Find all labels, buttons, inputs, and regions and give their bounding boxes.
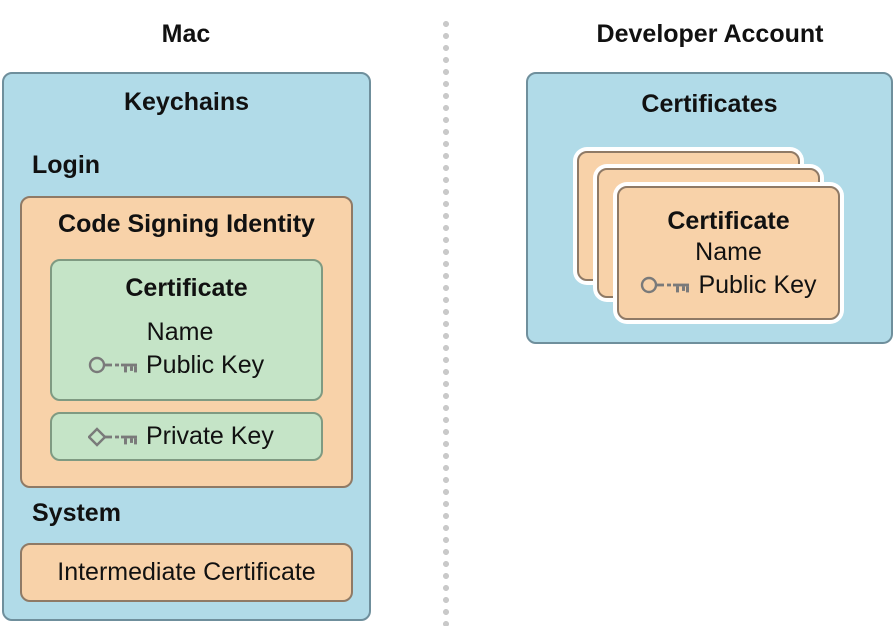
developer-public-key-label: Public Key xyxy=(698,270,817,299)
certificates-label: Certificates xyxy=(641,90,778,118)
identity-public-key-label: Public Key xyxy=(146,350,265,379)
code-signing-identity-label: Code Signing Identity xyxy=(58,210,315,238)
mac-title: Mac xyxy=(161,20,211,48)
identity-certificate-title: Certificate xyxy=(125,274,248,302)
intermediate-certificate-box: Intermediate Certificate xyxy=(20,543,353,602)
keychains-label: Keychains xyxy=(123,88,250,116)
identity-certificate-name: Name xyxy=(146,318,214,346)
login-label: Login xyxy=(32,151,101,179)
developer-certificate-title: Certificate xyxy=(667,207,790,235)
system-label: System xyxy=(32,499,121,527)
identity-public-key-row: Public Key xyxy=(50,350,323,380)
private-key-icon xyxy=(88,426,140,448)
public-key-icon xyxy=(88,354,140,376)
developer-public-key-row: Public Key xyxy=(617,270,840,300)
identity-certificate-box xyxy=(50,259,323,401)
column-divider xyxy=(442,18,450,626)
private-key-label: Private Key xyxy=(146,422,274,450)
private-key-box: Private Key xyxy=(50,412,323,461)
developer-account-title: Developer Account xyxy=(596,20,824,48)
developer-certificate-name: Name xyxy=(695,238,762,266)
public-key-icon xyxy=(640,274,692,296)
developer-certificate-card xyxy=(617,186,840,320)
